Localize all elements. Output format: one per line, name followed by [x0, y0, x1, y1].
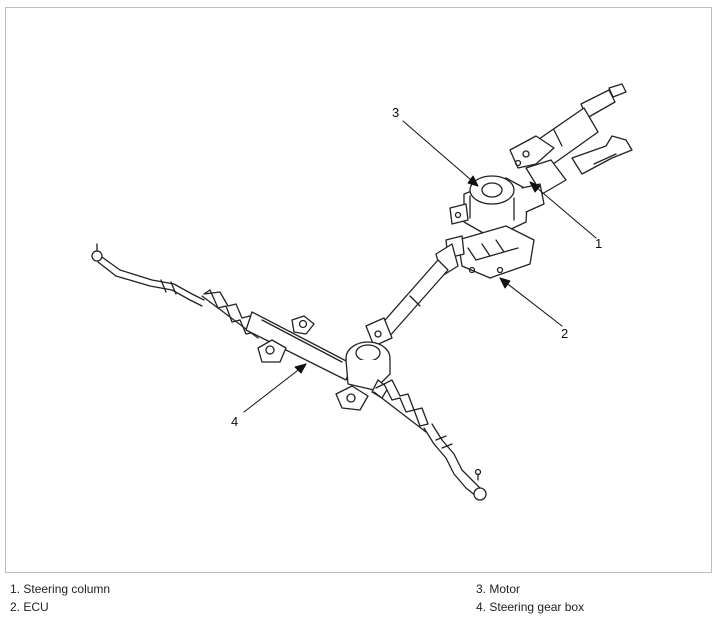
callout-3: 3: [392, 105, 399, 120]
motor: [449, 175, 545, 239]
legend: 1. Steering column 2. ECU 3. Motor 4. St…: [10, 580, 710, 620]
ecu: [445, 225, 535, 279]
intermediate-shaft: [365, 243, 459, 347]
leader-line-1: [529, 181, 597, 239]
legend-item-motor: 3. Motor: [476, 582, 520, 596]
legend-number: 3.: [476, 582, 487, 596]
leader-line-4: [243, 363, 307, 413]
leader-line-2: [499, 277, 563, 327]
legend-number: 2.: [10, 600, 21, 614]
legend-item-steering-column: 1. Steering column: [10, 582, 110, 596]
steering-column: [509, 83, 633, 195]
diagram-frame: 1 2 3 4: [5, 7, 712, 573]
leader-arrow-1: [529, 181, 541, 193]
callout-4: 4: [231, 414, 238, 429]
callout-2: 2: [561, 326, 568, 341]
legend-label: Motor: [489, 582, 521, 596]
legend-label: Steering column: [23, 582, 111, 596]
leader-lines: [243, 120, 597, 413]
legend-item-steering-gear-box: 4. Steering gear box: [476, 600, 584, 614]
legend-item-ecu: 2. ECU: [10, 600, 49, 614]
callout-1: 1: [595, 236, 602, 251]
leader-arrow-3: [467, 175, 479, 187]
legend-label: ECU: [23, 600, 49, 614]
leader-arrow-4: [294, 363, 307, 374]
leader-line-3: [402, 120, 479, 187]
legend-number: 1.: [10, 582, 21, 596]
steering-gear-box: [91, 243, 487, 501]
legend-label: Steering gear box: [489, 600, 585, 614]
leader-arrow-2: [499, 277, 511, 289]
steering-system-drawing: 1 2 3 4: [91, 83, 633, 501]
legend-number: 4.: [476, 600, 487, 614]
